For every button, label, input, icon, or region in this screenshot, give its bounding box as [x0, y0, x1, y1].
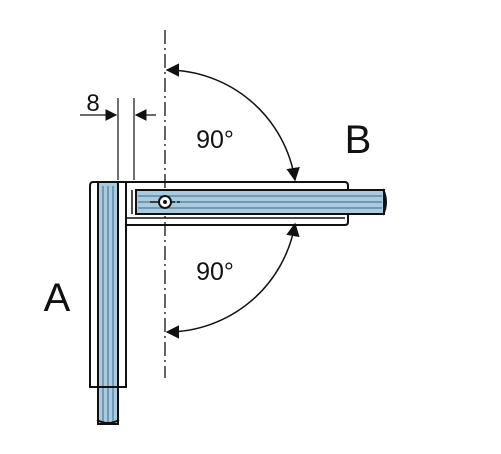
- lower-angle-label: 90°: [196, 258, 234, 286]
- panel-a-label: A: [44, 276, 71, 320]
- hinge-connector: [125, 181, 349, 226]
- panel-b-label: B: [345, 118, 372, 162]
- upper-angle-label: 90°: [196, 126, 234, 154]
- upper-angle-arc: [165, 63, 300, 182]
- lower-angle-arc: [165, 222, 300, 339]
- dimension-label: 8: [86, 90, 99, 117]
- dimension-indicator: [80, 98, 156, 180]
- hinge-body-a: [89, 181, 127, 388]
- pivot-screw: [150, 195, 182, 209]
